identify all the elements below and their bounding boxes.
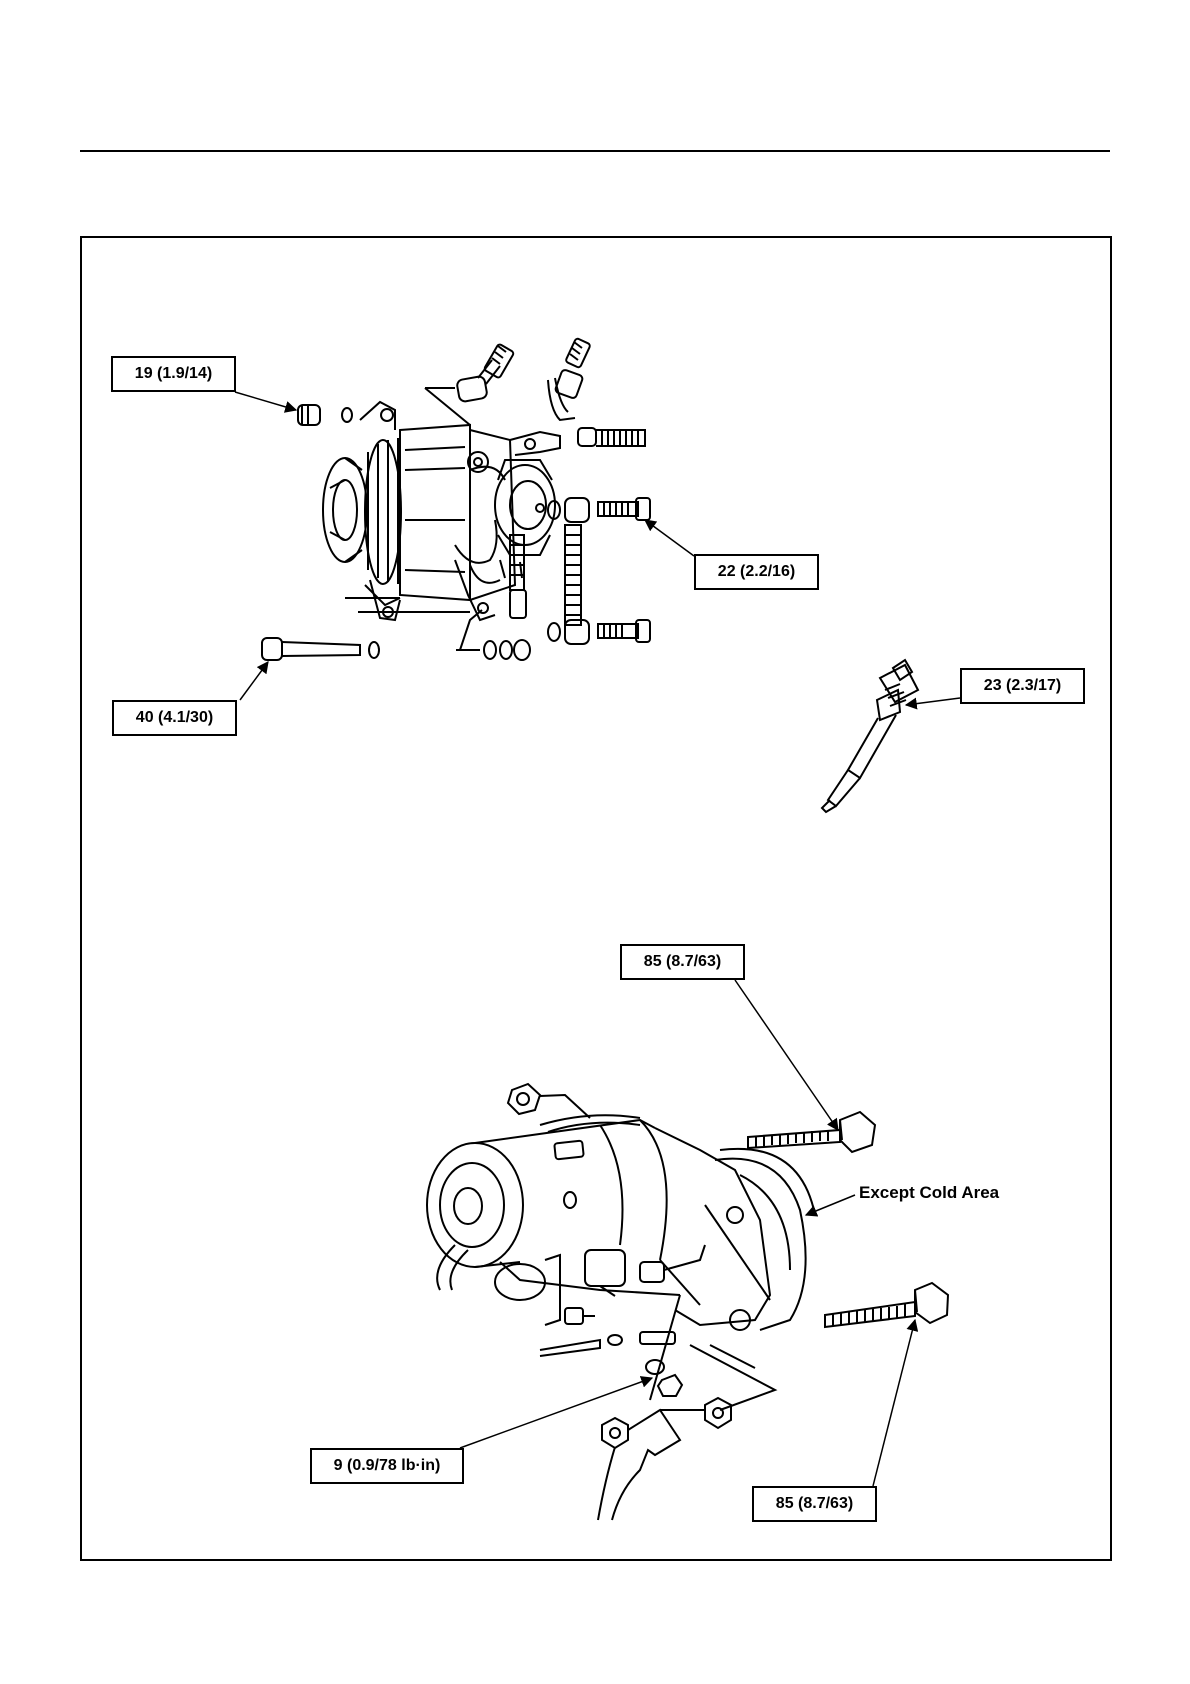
starter-upper-bolt bbox=[748, 1112, 875, 1152]
leader-lines bbox=[235, 392, 960, 1486]
torque-label-19: 19 (1.9/14) bbox=[111, 356, 236, 392]
torque-label-22: 22 (2.2/16) bbox=[694, 554, 819, 590]
torque-label-9: 9 (0.9/78 lb·in) bbox=[310, 1448, 464, 1484]
torque-label-40: 40 (4.1/30) bbox=[112, 700, 237, 736]
alternator-illustration bbox=[262, 338, 650, 660]
torque-label-85-top: 85 (8.7/63) bbox=[620, 944, 745, 980]
except-cold-area-label: Except Cold Area bbox=[859, 1183, 999, 1203]
torque-label-85-bottom: 85 (8.7/63) bbox=[752, 1486, 877, 1522]
torque-label-23: 23 (2.3/17) bbox=[960, 668, 1085, 704]
starter-lower-bolt bbox=[825, 1283, 948, 1327]
glow-plug-illustration bbox=[822, 660, 918, 812]
starter-illustration bbox=[427, 1084, 815, 1520]
